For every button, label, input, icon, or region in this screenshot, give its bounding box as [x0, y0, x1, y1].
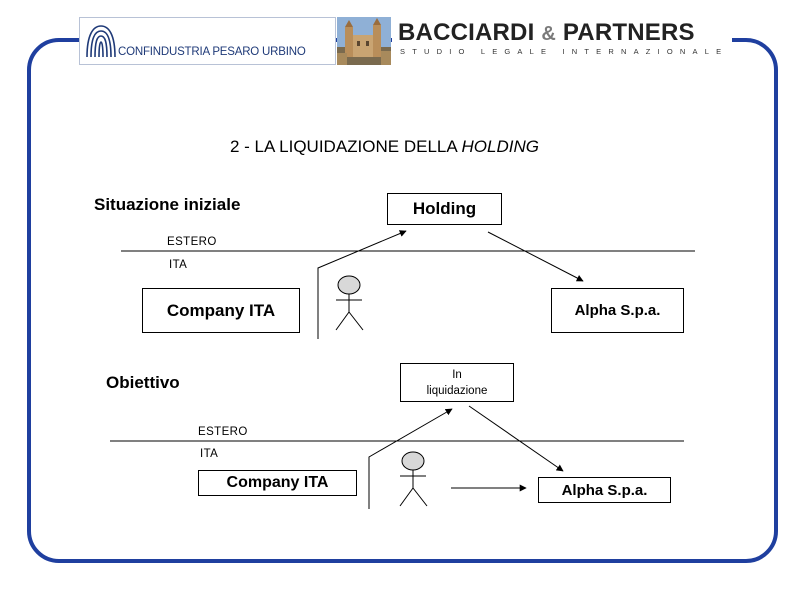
bacciardi-brand: BACCIARDI & PARTNERS — [398, 19, 695, 47]
bacciardi-logo: BACCIARDI & PARTNERS STUDIO LEGALE INTER… — [392, 17, 732, 65]
arrow-holding-to-alpha-2 — [468, 405, 564, 472]
company-ita-box-2: Company ITA — [198, 470, 357, 496]
confindustria-logo-text: CONFINDUSTRIA PESARO URBINO — [118, 46, 306, 58]
company-ita-label: Company ITA — [166, 300, 276, 320]
holding-box: Holding — [387, 193, 502, 225]
slide-title: 2 - LA LIQUIDAZIONE DELLA HOLDING — [230, 137, 539, 157]
arrow-person-to-holding-1 — [317, 230, 407, 339]
confindustria-mark-icon — [86, 25, 116, 58]
brand-name-1: BACCIARDI — [398, 19, 535, 46]
liquidation-line-2: liquidazione — [426, 384, 488, 397]
title-prefix: 2 - LA LIQUIDAZIONE DELLA — [230, 137, 462, 156]
arrow-holding-to-alpha-1 — [487, 231, 584, 282]
section-label-initial: Situazione iniziale — [94, 195, 241, 214]
holding-label: Holding — [412, 199, 477, 218]
alpha-box-2: Alpha S.p.a. — [538, 477, 671, 503]
company-ita-box: Company ITA — [142, 288, 300, 333]
city-photo — [337, 17, 391, 65]
liquidation-line-1: In — [452, 368, 462, 381]
confindustria-logo: CONFINDUSTRIA PESARO URBINO — [79, 17, 336, 65]
bacciardi-subtitle: STUDIO LEGALE INTERNAZIONALE — [400, 47, 729, 56]
alpha-box: Alpha S.p.a. — [551, 288, 684, 333]
company-ita-label-2: Company ITA — [226, 474, 329, 491]
estero-label: ESTERO — [198, 426, 248, 438]
brand-name-2: PARTNERS — [562, 19, 695, 46]
ita-label: ITA — [200, 448, 219, 460]
ita-label: ITA — [169, 259, 188, 271]
alpha-label: Alpha S.p.a. — [574, 302, 661, 319]
arrow-person-to-holding-2 — [368, 408, 453, 509]
title-emphasis: HOLDING — [461, 137, 539, 156]
person-icon — [335, 275, 364, 331]
alpha-label-2: Alpha S.p.a. — [561, 481, 648, 499]
holding-liquidation-box: In liquidazione — [400, 363, 514, 402]
section-label-objective: Obiettivo — [106, 373, 180, 392]
person-icon — [399, 451, 428, 507]
brand-amp: & — [541, 23, 556, 45]
estero-label: ESTERO — [167, 236, 217, 248]
